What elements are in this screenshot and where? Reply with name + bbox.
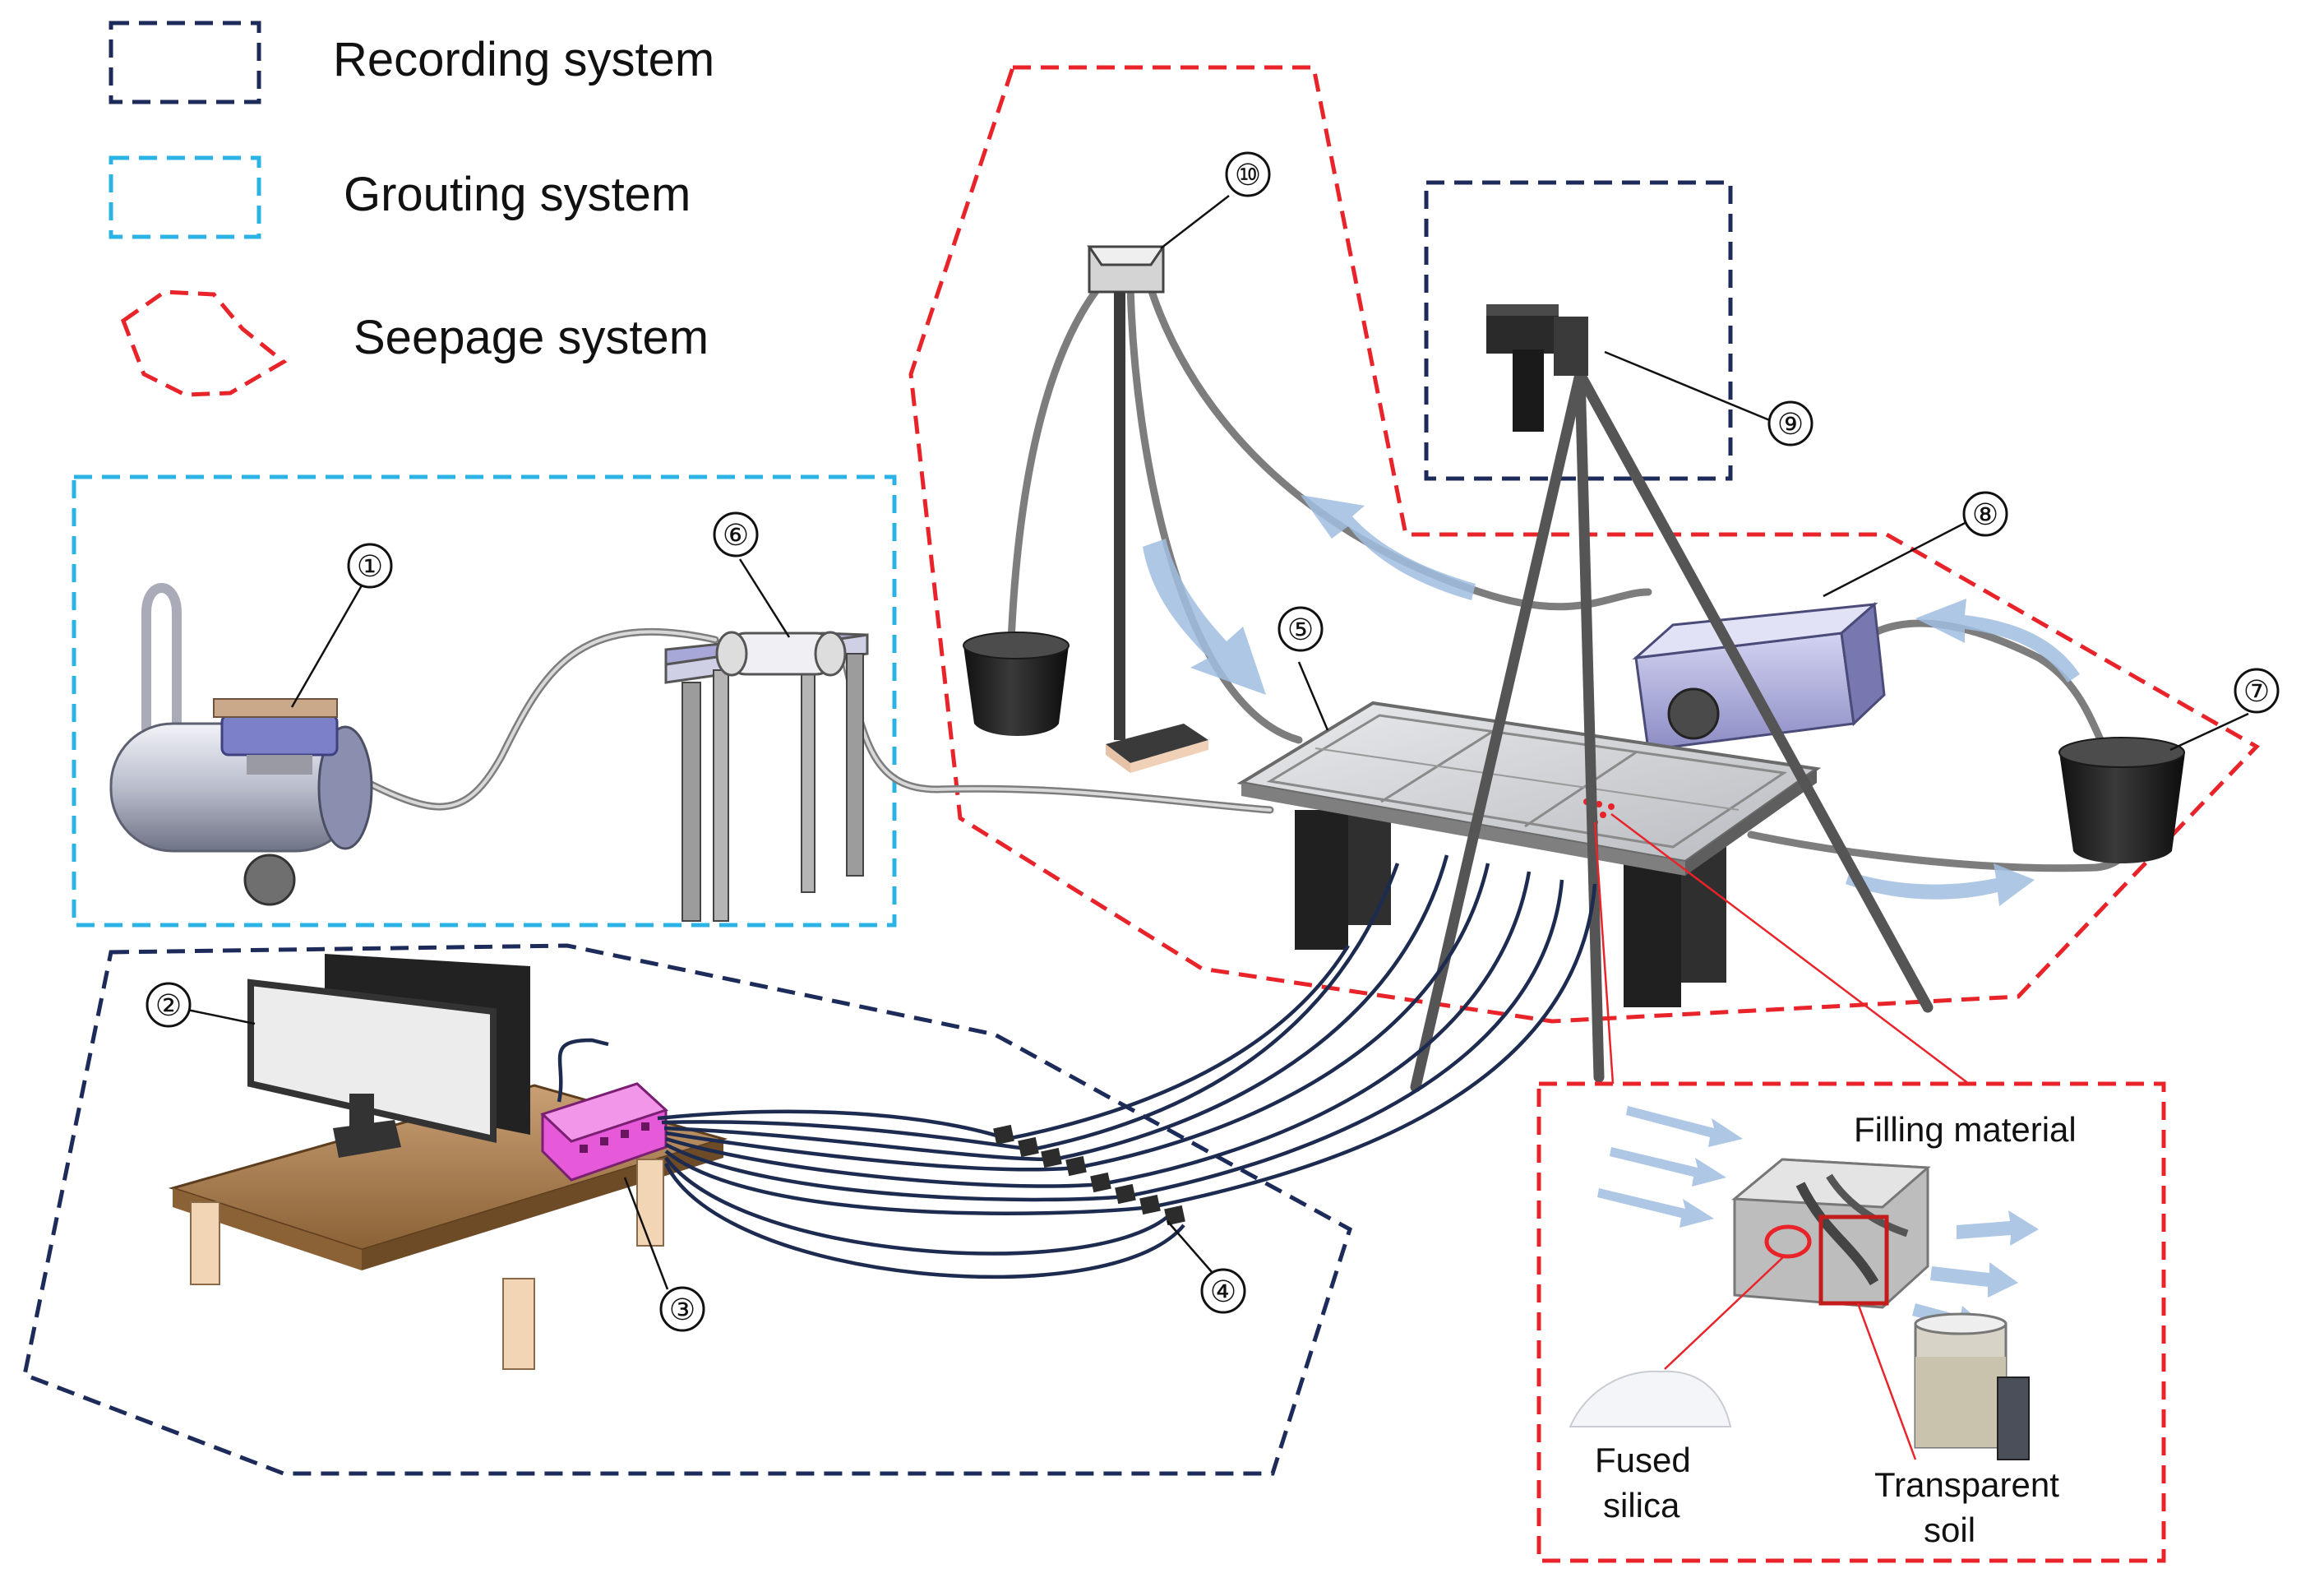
transparent-soil-label-line1: Transparent xyxy=(1874,1465,2059,1504)
computer-desk-icon xyxy=(168,954,728,1370)
callout-6: ⑥ xyxy=(713,511,759,558)
flow-arrows xyxy=(1143,495,2080,906)
transparent-soil-icon xyxy=(1914,1312,2030,1460)
filling-material-inset: Filling material Fused silica xyxy=(1536,813,2166,1563)
fused-silica-icon xyxy=(1569,1370,1732,1427)
svg-text:⑤: ⑤ xyxy=(1287,613,1314,647)
transparent-model-box-icon xyxy=(1236,701,1822,1007)
svg-text:⑥: ⑥ xyxy=(723,519,749,553)
legend-swatch-seepage xyxy=(120,289,288,397)
flow-arrow-up xyxy=(1301,495,1476,600)
svg-text:⑧: ⑧ xyxy=(1972,498,1998,532)
legend-label-grouting: Grouting system xyxy=(344,168,691,221)
svg-text:⑦: ⑦ xyxy=(2243,675,2270,709)
svg-text:①: ① xyxy=(357,550,383,584)
svg-text:⑩: ⑩ xyxy=(1235,159,1261,192)
grout-cylinder-icon xyxy=(664,631,869,922)
svg-text:⑨: ⑨ xyxy=(1777,408,1804,442)
callout-1: ① xyxy=(347,543,393,589)
air-compressor-icon xyxy=(109,583,373,906)
callout-8: ⑧ xyxy=(1962,491,2008,537)
constant-head-tank-icon xyxy=(1087,245,1208,773)
sensor-cables xyxy=(657,854,1597,1279)
hoses xyxy=(325,280,2158,872)
data-logger-icon xyxy=(540,1038,668,1182)
callout-4: ④ xyxy=(1200,1268,1246,1314)
flow-arrow-down xyxy=(1143,539,1266,695)
legend-swatch-recording xyxy=(109,21,261,104)
water-pump-icon xyxy=(1632,601,1886,752)
recording-system-boundary-computer xyxy=(22,943,1353,1476)
callout-leaders xyxy=(187,195,2249,1290)
callout-9: ⑨ xyxy=(1767,400,1813,446)
legend: Recording system Grouting system Seepage… xyxy=(109,21,714,397)
system-boundaries xyxy=(22,65,2261,1476)
callout-5: ⑤ xyxy=(1278,606,1324,652)
legend-swatch-grouting xyxy=(109,155,261,239)
fused-silica-label-line1: Fused xyxy=(1595,1441,1691,1479)
recording-system-boundary-camera xyxy=(1424,180,1733,481)
transparent-soil-label-line2: soil xyxy=(1924,1511,1975,1549)
callouts: ① ② ③ ④ ⑤ ⑥ ⑦ ⑧ xyxy=(146,151,2280,1332)
water-bucket-right-icon xyxy=(2058,737,2185,863)
inset-boundary xyxy=(1536,1081,2166,1563)
legend-label-recording: Recording system xyxy=(333,33,714,86)
grouting-system-boundary xyxy=(72,474,897,928)
fused-silica-label-line2: silica xyxy=(1603,1486,1680,1525)
callout-10: ⑩ xyxy=(1225,151,1271,197)
legend-label-seepage: Seepage system xyxy=(353,311,709,364)
flow-arrow-right xyxy=(1846,863,2035,906)
svg-text:④: ④ xyxy=(1210,1275,1236,1309)
flow-arrow-bucket-up xyxy=(1915,599,2080,682)
pressure-sensor-icon xyxy=(993,1124,1185,1226)
callout-3: ③ xyxy=(659,1286,705,1332)
svg-text:③: ③ xyxy=(669,1293,695,1327)
inset-title: Filling material xyxy=(1854,1110,2077,1149)
callout-7: ⑦ xyxy=(2234,668,2280,714)
callout-2: ② xyxy=(146,982,192,1028)
water-bucket-left-icon xyxy=(963,632,1070,736)
seepage-system-boundary xyxy=(908,65,2261,1024)
svg-text:②: ② xyxy=(155,989,182,1023)
